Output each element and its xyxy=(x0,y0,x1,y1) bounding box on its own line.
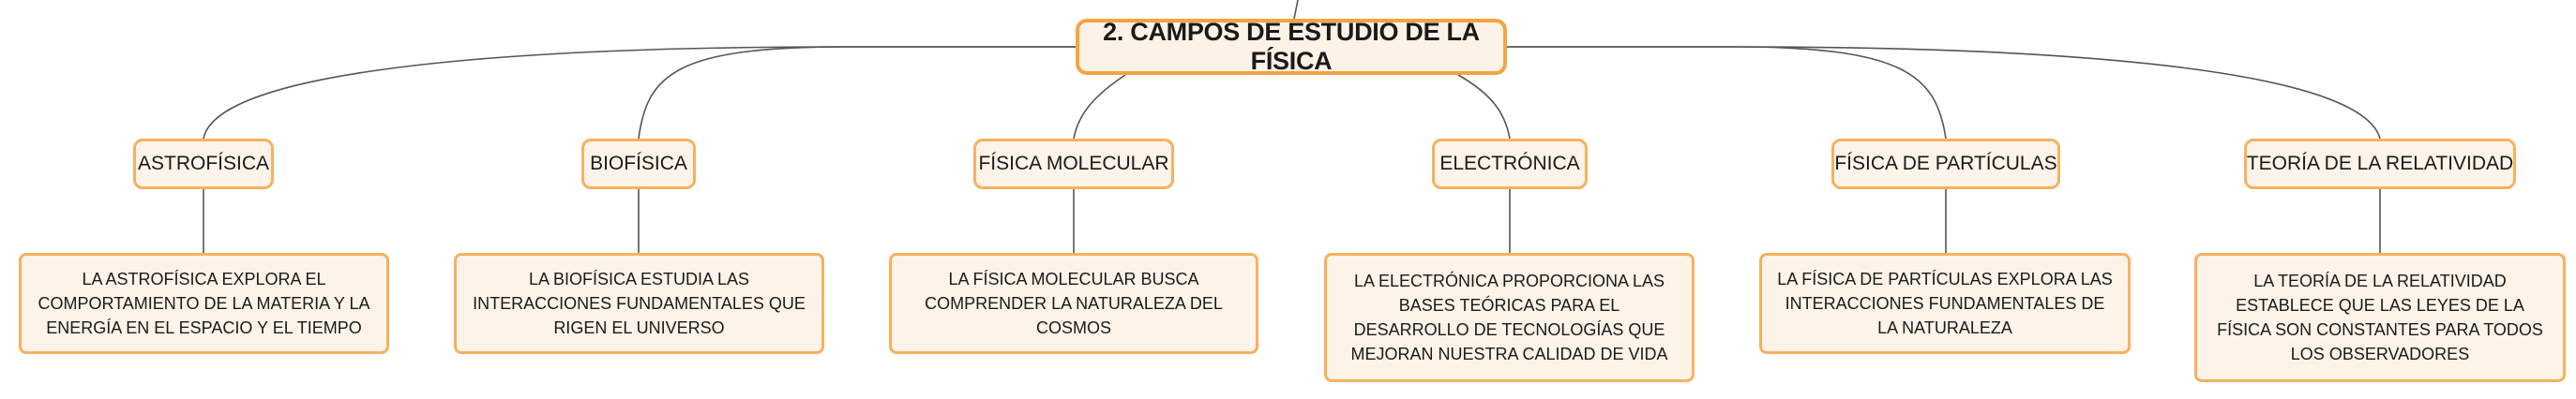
description-fisica-molecular: LA FÍSICA MOLECULAR BUSCA COMPRENDER LA … xyxy=(889,253,1258,354)
connector-electronica xyxy=(1457,74,1511,140)
root-node[interactable]: 2. CAMPOS DE ESTUDIO DE LA FÍSICA xyxy=(1076,18,1507,75)
description-teoria-relatividad: LA TEORÍA DE LA RELATIVIDAD ESTABLECE QU… xyxy=(2194,253,2566,382)
category-fisica-molecular[interactable]: FÍSICA MOLECULAR xyxy=(973,139,1174,189)
description-electronica: LA ELECTRÓNICA PROPORCIONA LAS BASES TEÓ… xyxy=(1324,253,1695,382)
connector-biofisica xyxy=(638,46,1076,140)
category-teoria-relatividad[interactable]: TEORÍA DE LA RELATIVIDAD xyxy=(2244,139,2516,189)
category-fisica-particulas[interactable]: FÍSICA DE PARTÍCULAS xyxy=(1831,139,2060,189)
connector-teoria-relatividad xyxy=(1507,46,2381,140)
category-astrofisica[interactable]: ASTROFÍSICA xyxy=(133,139,274,189)
connector-fisica-molecular xyxy=(1073,74,1126,140)
category-biofisica[interactable]: BIOFÍSICA xyxy=(581,139,696,189)
description-astrofisica: LA ASTROFÍSICA EXPLORA EL COMPORTAMIENTO… xyxy=(19,253,389,354)
connector-astrofisica xyxy=(203,46,1076,140)
parent-connector xyxy=(1293,0,1299,20)
category-electronica[interactable]: ELECTRÓNICA xyxy=(1432,139,1588,189)
description-biofisica: LA BIOFÍSICA ESTUDIA LAS INTERACCIONES F… xyxy=(454,253,824,354)
connector-fisica-particulas xyxy=(1507,46,1947,140)
description-fisica-particulas: LA FÍSICA DE PARTÍCULAS EXPLORA LAS INTE… xyxy=(1759,253,2131,354)
